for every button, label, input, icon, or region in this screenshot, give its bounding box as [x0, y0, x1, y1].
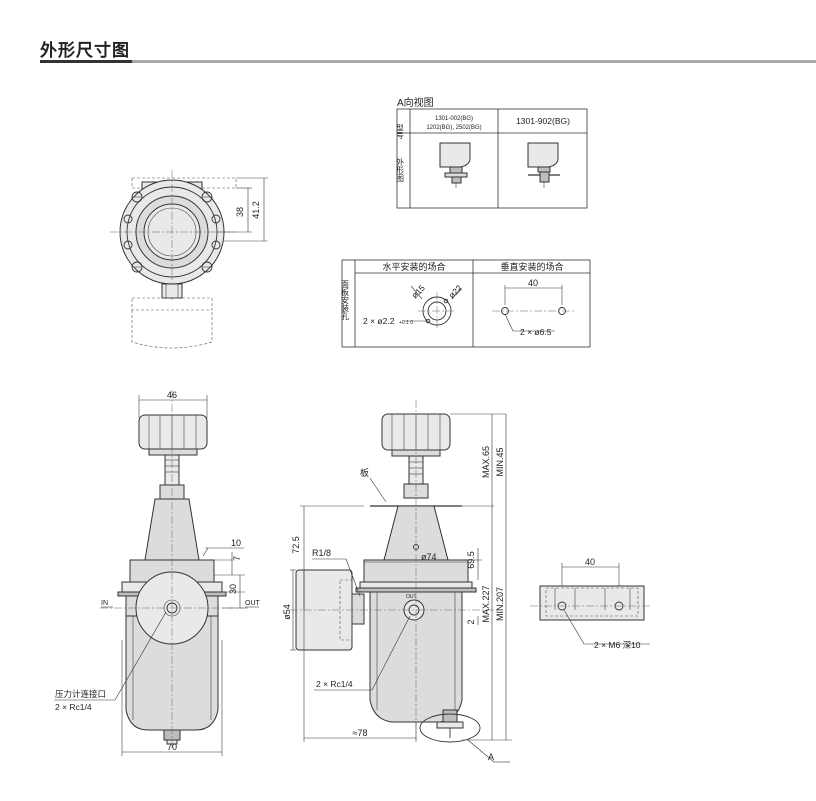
dim-70: 70	[167, 742, 177, 752]
bracket-pitch-40: 40	[585, 557, 595, 567]
title-rule-dark	[40, 60, 132, 63]
mount-table: 水平安装的场合 垂直安装的场合 面板安装孔 ø15 ø22 2 × ø2.2 +…	[341, 259, 591, 348]
view-a-model-c: 1301-902(BG)	[516, 116, 570, 126]
view-a-title: A向视图	[397, 96, 434, 109]
bracket-holes: 2 × M6 深10	[594, 640, 641, 650]
label-view-a: A	[488, 752, 494, 762]
dim-min207: MIN.207	[495, 587, 505, 621]
bracket-view: 40 2 × M6 深10	[530, 557, 652, 650]
dim-approx78: ≈78	[353, 728, 368, 738]
view-a-row-label: 外形图	[396, 157, 405, 183]
view-a-model-header: 型号	[395, 124, 404, 141]
mount-holes-horizontal: 2 × ø2.2	[363, 316, 395, 326]
horizontal-mount-sketch: ø15 ø22 2 × ø2.2 +0.1 0	[363, 283, 464, 330]
dim-phi74: ø74	[421, 552, 437, 562]
dim-30: 30	[228, 584, 238, 594]
dim-41-2: 41.2	[251, 201, 261, 219]
mount-col-vertical: 垂直安装的场合	[500, 261, 563, 272]
page-title: 外形尺寸图	[40, 41, 130, 61]
dim-2: 2	[466, 619, 476, 624]
dim-10: 10	[231, 538, 241, 548]
mount-col-horizontal: 水平安装的场合	[382, 261, 445, 272]
top-view: 38 41.2	[110, 170, 268, 349]
header: 外形尺寸图	[40, 34, 816, 64]
dim-7: 7	[232, 556, 242, 561]
dim-min45: MIN.45	[495, 447, 505, 476]
view-a-thumb-b	[527, 142, 560, 188]
view-a-model-b: 1202(BG), 2502(BG)	[426, 125, 481, 131]
side-port-size: 2 × Rc1/4	[316, 679, 353, 689]
vertical-mount-sketch: 40 2 × ø6.5	[492, 278, 575, 337]
mount-holes-tol: +0.1 0	[399, 320, 413, 326]
gauge-port-size: 2 × Rc1/4	[55, 702, 92, 712]
label-plate: 板	[360, 467, 369, 478]
mount-phi22: ø22	[447, 283, 465, 301]
gauge-port-label: 压力计连接口	[55, 689, 106, 699]
view-a-table: A向视图 型号 1301-002(BG) 1202(BG), 2502(BG) …	[395, 96, 588, 209]
mount-row-label: 面板安装孔	[341, 280, 350, 321]
thread-r18: R1/8	[312, 548, 331, 558]
label-out: OUT	[245, 600, 261, 607]
side-view: 板 OUT A ø54 72.5	[282, 400, 512, 763]
dim-69-5: 69.5	[466, 551, 476, 569]
dim-max65: MAX.65	[481, 446, 491, 478]
front-view: 46 IN OUT	[54, 390, 261, 756]
dim-phi54: ø54	[282, 604, 292, 620]
mount-pitch-40: 40	[528, 278, 538, 288]
dim-max227: MAX.227	[481, 585, 491, 622]
view-a-thumb-a	[439, 142, 471, 188]
title-rule-grey	[132, 60, 816, 63]
mount-phi15: ø15	[410, 283, 428, 301]
dim-38: 38	[235, 207, 245, 217]
view-a-model-a: 1301-002(BG)	[435, 116, 473, 122]
dim-72-5: 72.5	[291, 536, 301, 554]
mount-holes-vertical: 2 × ø6.5	[520, 327, 552, 337]
label-in: IN	[101, 600, 108, 607]
label-out-small: OUT	[406, 594, 417, 600]
